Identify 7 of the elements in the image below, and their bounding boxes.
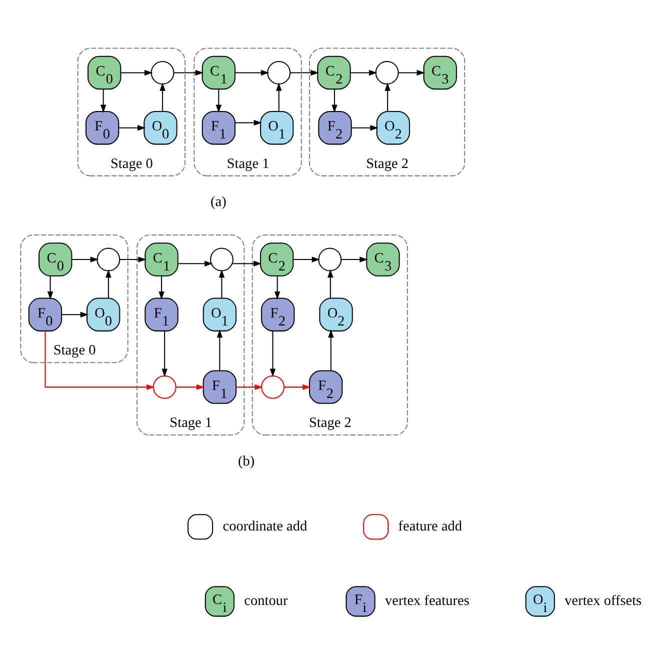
label: (a): [210, 194, 226, 210]
label: (b): [238, 453, 255, 470]
legend-label: feature add: [398, 518, 462, 535]
legend-label: contour: [244, 593, 288, 610]
legend-label: coordinate add: [222, 518, 308, 535]
legend-label: vertex features: [385, 593, 470, 610]
legend-label: vertex offsets: [564, 593, 642, 610]
